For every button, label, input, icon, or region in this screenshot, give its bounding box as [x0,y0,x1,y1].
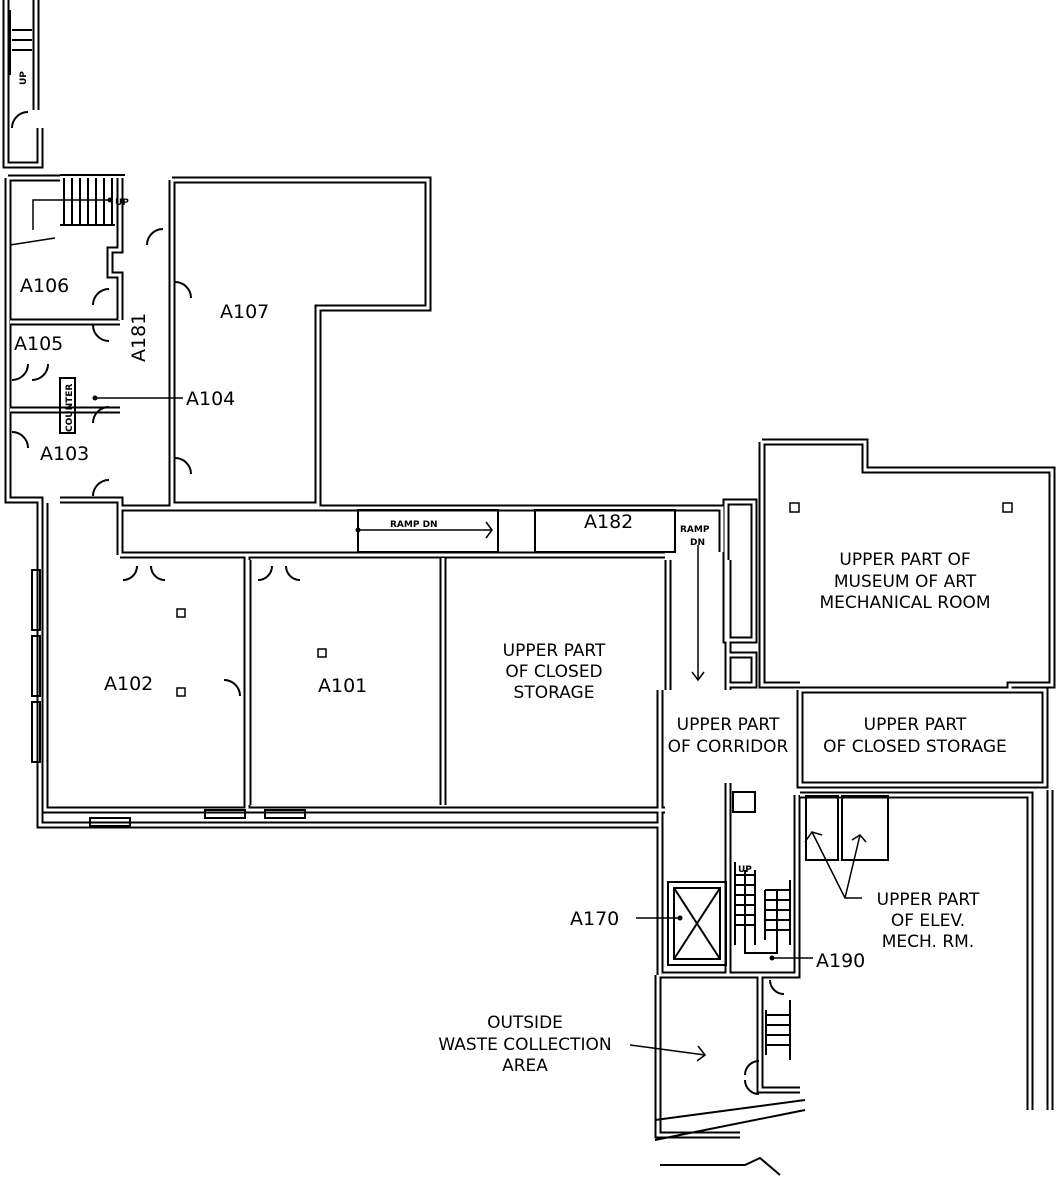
elev-mech-note-line2: OF ELEV. [891,911,965,931]
room-label-a190: A190 [816,950,865,972]
wall [10,320,122,555]
waste-note-line3: AREA [502,1056,548,1076]
stair-up-label: UP [115,198,129,208]
wall [168,176,432,509]
room-label-a170: A170 [570,908,619,930]
closed-storage-2-note-line1: UPPER PART [864,715,967,735]
wall [120,506,724,557]
wall [43,503,665,812]
wall [724,651,758,689]
stair-top [9,10,125,246]
wall [10,318,124,555]
corridor-note-line1: UPPER PART [677,715,780,735]
stair-a190 [734,862,791,1060]
leaders [92,197,867,1062]
elev-mech-note-line3: MECH. RM. [882,932,974,952]
room-label-a106: A106 [20,275,69,297]
wall [245,555,670,810]
museum-mech-note-line1: UPPER PART OF [839,550,970,570]
room-label-a181: A181 [128,313,150,362]
corridor-note-line2: OF CORRIDOR [668,737,789,757]
wall [170,178,430,507]
closed-storage-note-line3: STORAGE [514,683,595,703]
closed-storage-note-line2: OF CLOSED [505,662,602,682]
dn-label: DN [690,538,705,548]
stair-up-label-north: UP [19,71,29,85]
stair-up-label-a190: UP [738,865,752,875]
room-label-a102: A102 [104,673,153,695]
ramp-dn-label: RAMP DN [390,520,438,530]
ramp-label: RAMP [680,525,710,535]
wall [726,653,756,687]
doors [11,111,785,1095]
room-label-a182: A182 [584,511,633,533]
room-label-a107: A107 [220,301,269,323]
wall [798,688,1047,787]
waste-note-line2: WASTE COLLECTION [438,1035,611,1055]
wall [4,0,42,167]
closed-storage-note-line1: UPPER PART [503,641,606,661]
wall [760,440,1054,690]
counter-label: COUNTER [65,384,75,432]
waste-note-line1: OUTSIDE [487,1013,563,1033]
museum-mech-note-line3: MECHANICAL ROOM [819,593,990,613]
wall [6,176,660,827]
room-label-a105: A105 [14,333,63,355]
wall [243,555,672,810]
room-label-a103: A103 [40,443,89,465]
wall [656,975,800,1137]
room-label-a101: A101 [318,675,367,697]
room-label-a104: A104 [186,388,235,410]
closed-storage-2-note-line2: OF CLOSED STORAGE [823,737,1007,757]
elev-mech-note-line1: UPPER PART [877,890,980,910]
museum-mech-note-line2: MUSEUM OF ART [834,572,977,592]
wall [724,500,756,642]
walls [2,0,1056,1139]
wall [726,783,799,977]
